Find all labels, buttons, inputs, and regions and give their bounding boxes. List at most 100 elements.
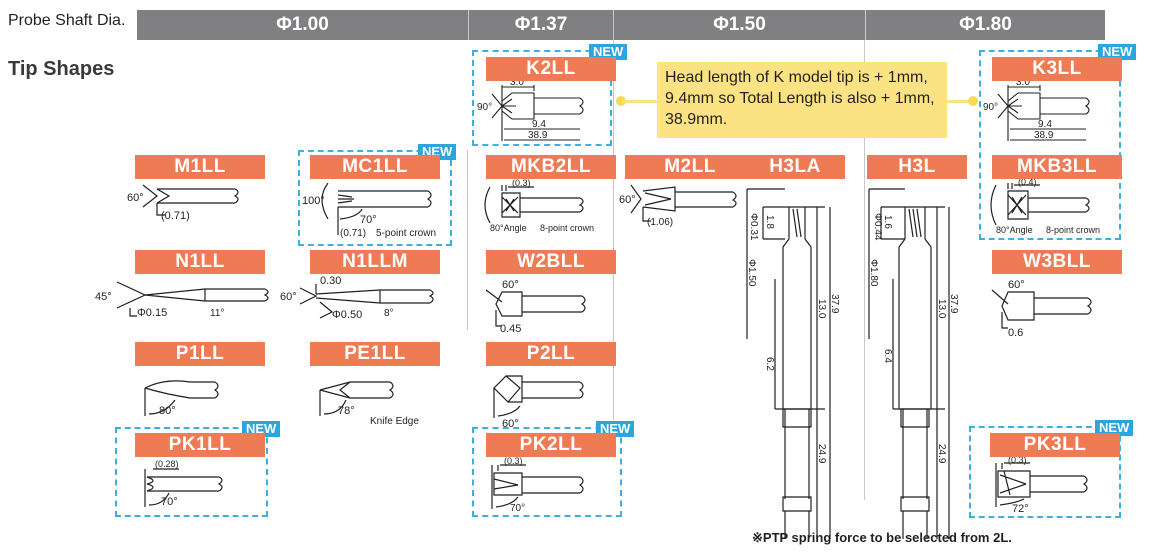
tip-drawing-k3ll: 90° 3.0 9.4 38.9	[983, 77, 1090, 141]
dimension-label: 13.0	[816, 299, 827, 319]
tip-p1ll: P1LL 80°	[135, 342, 265, 422]
dimension-label: 9.4	[1038, 119, 1052, 130]
angle-label: 70°	[510, 503, 525, 514]
tip-drawing-pk3ll: (0.3) 72°	[995, 455, 1088, 515]
dimension-label: 0.6	[1008, 327, 1023, 339]
tip-mc1ll: MC1LL 100° 70° (0.71) 5-point crown	[302, 155, 440, 241]
angle-label: 8°	[384, 308, 394, 319]
dimension-label: 6.4	[882, 349, 893, 363]
tip-label: MKB3LL	[992, 155, 1122, 179]
callout-connector-right	[947, 100, 972, 103]
tip-w2bll: W2BLL 60° 0.45	[485, 250, 616, 336]
angle-label: 72°	[1012, 503, 1029, 515]
tip-label: P1LL	[135, 342, 265, 366]
new-badge: NEW	[1095, 420, 1134, 436]
tip-pk3ll: PK3LL (0.3) 72°	[990, 433, 1120, 515]
tip-label: PK2LL	[486, 433, 616, 457]
dimension-label: Φ0.15	[137, 307, 167, 319]
tip-label: W2BLL	[486, 250, 616, 274]
dimension-label: 3.0	[1016, 77, 1030, 88]
tip-label: MC1LL	[310, 155, 440, 179]
dimension-label: 13.0	[936, 299, 947, 319]
callout-connector-left	[622, 100, 657, 103]
column-divider	[864, 40, 865, 500]
section-title: Tip Shapes	[8, 58, 115, 80]
angle-label: 11°	[210, 308, 224, 319]
dimension-label: 24.9	[936, 444, 947, 464]
new-badge: NEW	[589, 44, 628, 60]
tip-drawing-pk1ll: (0.28) 70°	[144, 459, 223, 508]
dimension-label: 38.9	[528, 130, 548, 141]
new-box-pk2ll	[472, 427, 622, 517]
angle-label: 70°	[360, 214, 377, 226]
dimension-label: Φ1.80	[868, 259, 879, 287]
column-header-1-37: Φ1.37	[469, 10, 614, 40]
tip-drawing-h3l: Φ0.44 1.6 Φ1.80 13.0 37.9 6.4 24.9	[868, 188, 959, 539]
tip-label: N1LL	[135, 250, 265, 274]
tip-label: M2LL	[625, 155, 755, 179]
angle-label: 80°Angle	[490, 223, 527, 233]
tip-drawing-n1ll: 45° 11° Φ0.15	[95, 281, 269, 319]
dimension-label: 1.6	[882, 215, 893, 229]
new-box-k2ll	[472, 50, 612, 146]
dimension-label: 6.2	[764, 357, 775, 371]
dimension-label: 24.9	[816, 444, 827, 464]
angle-label: 60°	[502, 279, 519, 291]
tip-label: MKB2LL	[486, 155, 616, 179]
angle-label: 60°	[619, 194, 636, 206]
new-box-pk1ll	[115, 427, 268, 517]
dimension-label: (0.4)	[1018, 177, 1037, 187]
tip-pk1ll: PK1LL (0.28) 70°	[135, 433, 265, 513]
angle-label: 90°	[983, 102, 998, 113]
dimension-label: (1.06)	[647, 217, 673, 228]
new-box-k3ll-mkb3ll	[979, 50, 1121, 240]
angle-label: 100°	[302, 195, 325, 207]
tip-m1ll: M1LL 60° (0.71)	[127, 155, 265, 229]
angle-label: 80°Angle	[996, 225, 1033, 235]
shaft-diameter-header: Φ1.00 Φ1.37 Φ1.50 Φ1.80	[137, 10, 1105, 40]
tip-mkb2ll: MKB2LL (0.3) 80°Angle 8-point crown	[484, 155, 616, 235]
angle-label: 60°	[127, 192, 144, 204]
tip-h3l: H3L Φ0.44 1.6 Φ1.80 13.0 37.9 6.4 24.9	[867, 155, 967, 539]
new-box-mc1ll	[298, 150, 452, 246]
probe-shaft-dia-label: Probe Shaft Dia.	[8, 12, 126, 29]
tip-label: H3L	[867, 155, 967, 179]
dimension-label: (0.3)	[504, 456, 523, 466]
tip-label: M1LL	[135, 155, 265, 179]
tip-caption: Knife Edge	[370, 416, 419, 427]
column-divider	[613, 40, 614, 420]
dimension-label: 0.45	[500, 323, 521, 335]
tip-n1llm: N1LLM 60° 0.30 Φ0.50 8°	[280, 250, 440, 324]
dimension-label: (0.28)	[155, 459, 179, 469]
tip-m2ll: M2LL 60° (1.06)	[619, 155, 755, 229]
tip-drawing-pk2ll: (0.3) 70°	[491, 456, 584, 514]
column-header-1-80: Φ1.80	[959, 14, 1012, 35]
tip-drawing-mc1ll: 100° 70° (0.71) 5-point crown	[302, 182, 436, 239]
column-header-1-50: Φ1.50	[614, 10, 866, 40]
tip-caption: 5-point crown	[376, 228, 436, 239]
tip-w3bll: W3BLL 60° 0.6	[991, 250, 1122, 339]
tip-drawing-pe1ll: 78° Knife Edge	[319, 381, 419, 427]
tip-drawing-mkb2ll: (0.3) 80°Angle 8-point crown	[484, 178, 594, 233]
dimension-label: 0.30	[320, 275, 341, 287]
dimension-label: (0.71)	[340, 228, 366, 239]
dimension-label: Φ0.31	[748, 213, 759, 241]
dimension-label: 37.9	[948, 294, 959, 314]
dimension-label: 38.9	[1034, 130, 1054, 141]
tip-label: K2LL	[486, 57, 616, 81]
callout-dot-right	[968, 96, 978, 106]
angle-label: 70°	[161, 496, 178, 508]
dimension-label: 9.4	[532, 119, 546, 130]
callout-dot-left	[616, 96, 626, 106]
tip-k3ll: K3LL 90° 3.0 9.4 38.9	[983, 57, 1122, 143]
new-box-pk3ll	[969, 426, 1121, 518]
tip-mkb3ll: MKB3LL (0.4) 80°Angle 8-point crown	[990, 155, 1122, 235]
tip-drawing-w3bll: 60° 0.6	[991, 279, 1092, 339]
tip-drawing-p2ll: 60°	[493, 375, 584, 430]
tip-pk2ll: PK2LL (0.3) 70°	[486, 433, 616, 515]
column-divider	[467, 150, 468, 330]
dimension-label: Φ0.44	[872, 213, 883, 241]
dimension-label: (0.71)	[161, 210, 190, 222]
tip-label: H3LA	[745, 155, 845, 179]
tip-drawing-m1ll: 60° (0.71)	[127, 184, 239, 222]
